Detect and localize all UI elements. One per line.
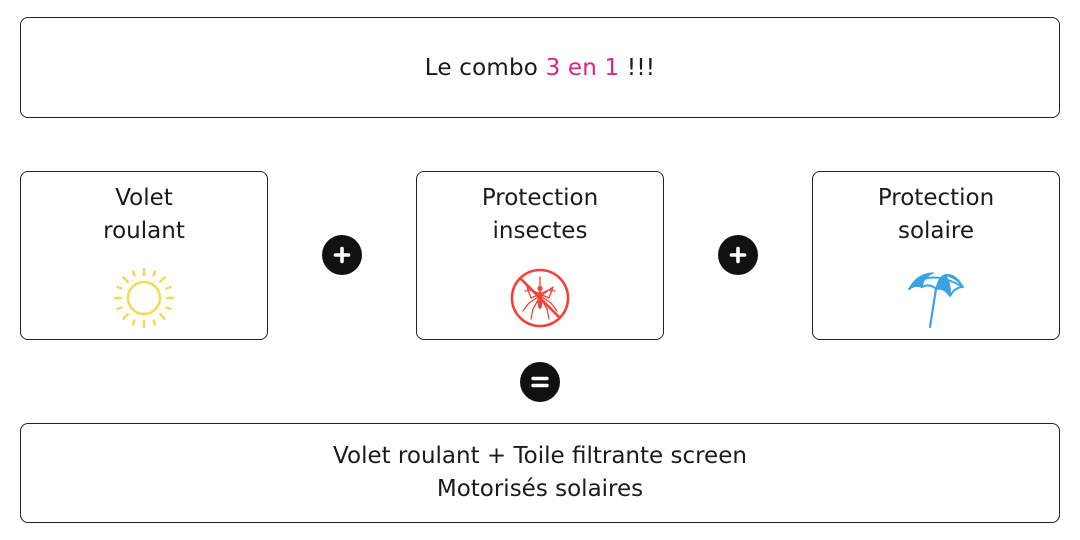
card-title: Protection solaire [813, 182, 1059, 248]
card-title-line2: insectes [492, 218, 588, 244]
result-line2: Motorisés solaires [436, 476, 644, 502]
header-highlight: 3 en 1 [545, 54, 620, 81]
card-volet-roulant: Volet roulant [20, 171, 268, 340]
plus-icon [322, 235, 362, 275]
card-title-line1: Volet [115, 185, 173, 211]
no-mosquito-icon [510, 268, 570, 328]
header-prefix: Le combo [424, 54, 546, 81]
result-line1: Volet roulant + Toile filtrante screen [333, 443, 747, 469]
card-title-line2: solaire [897, 218, 975, 244]
card-title: Volet roulant [21, 182, 267, 248]
card-title-line1: Protection [481, 185, 599, 211]
header-box: Le combo 3 en 1 !!! [20, 17, 1060, 118]
equals-icon [520, 362, 560, 402]
card-title-line1: Protection [877, 185, 995, 211]
header-suffix: !!! [619, 54, 656, 81]
card-protection-insectes: Protection insectes [416, 171, 664, 340]
result-box: Volet roulant + Toile filtrante screen M… [20, 423, 1060, 523]
card-title: Protection insectes [417, 182, 663, 248]
header-title: Le combo 3 en 1 !!! [425, 55, 655, 81]
plus-icon [718, 235, 758, 275]
sun-icon [113, 267, 175, 329]
beach-umbrella-icon [908, 272, 964, 329]
card-title-line2: roulant [103, 218, 185, 244]
card-protection-solaire: Protection solaire [812, 171, 1060, 340]
